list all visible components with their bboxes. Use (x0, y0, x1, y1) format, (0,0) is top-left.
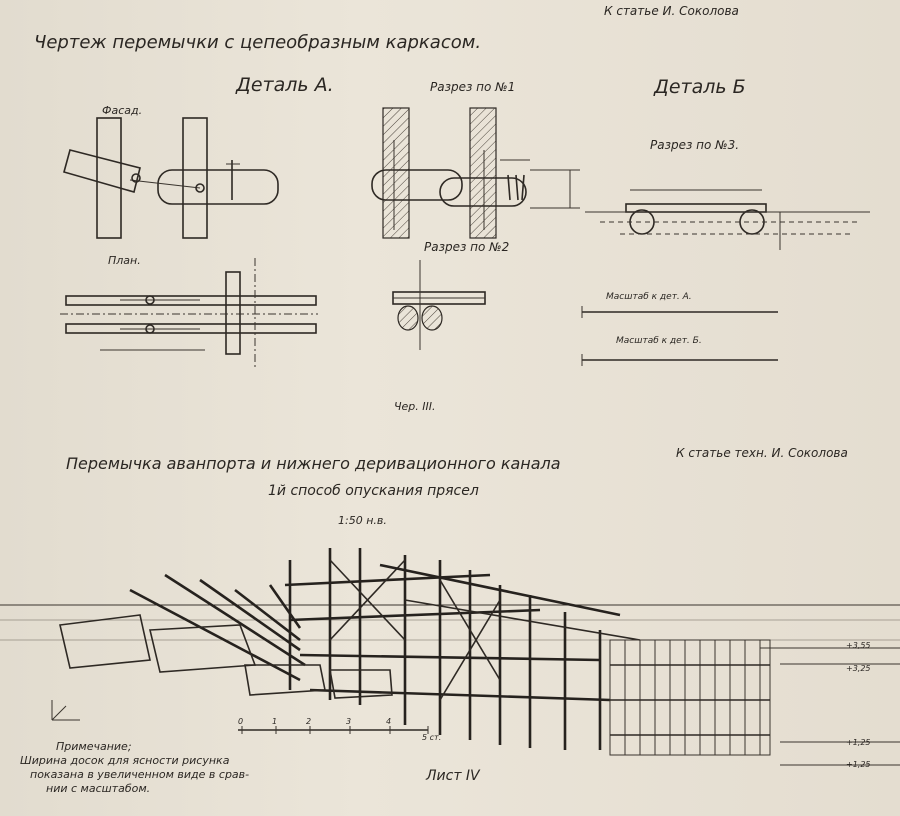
scale-b-label: Масштаб к дет. Б. (616, 336, 702, 346)
section-2-label: Разрез по №2 (424, 240, 510, 254)
level-mark: +1,25 (846, 760, 871, 769)
plan-label: План. (108, 254, 141, 267)
section-1-label: Разрез по №1 (430, 80, 516, 94)
scale-tick-label: 2 (306, 717, 312, 726)
sheet4-reference: К статье техн. И. Соколова (676, 446, 848, 460)
level-mark: +1,25 (846, 738, 871, 747)
plan-drawing (60, 258, 318, 370)
scale-a-label: Масштаб к дет. А. (606, 292, 692, 302)
section-3-label: Разрез по №3. (650, 138, 740, 152)
detail-b-label: Деталь Б (654, 76, 746, 98)
sheet4-title: Перемычка аванпорта и нижнего деривацион… (66, 454, 561, 473)
facade-label: Фасад. (102, 104, 143, 117)
scale-tick-label: 1 (272, 717, 278, 726)
sheet3-reference: К статье И. Соколова (604, 4, 739, 18)
sheet4-subtitle: 1й способ опускания прясел (268, 483, 479, 499)
note-line: нии с масштабом. (46, 782, 151, 795)
detail-a-label: Деталь А. (236, 74, 334, 96)
note-line: Ширина досок для ясности рисунка (20, 754, 230, 767)
cofferdam-frame (59, 548, 641, 750)
level-mark: +3,25 (846, 664, 871, 673)
sheet3-number: Чер. III. (394, 400, 436, 413)
sheet3-title: Чертеж перемычки с цепеобразным каркасом… (34, 32, 482, 53)
facade-drawing (63, 117, 279, 239)
section-2-drawing (392, 260, 486, 350)
scale-tick-label: 4 (386, 717, 392, 726)
note-line: показана в увеличенном виде в срав- (30, 768, 250, 781)
scale-bars (581, 306, 778, 366)
sheet4-scale-bar (238, 726, 429, 734)
plank-wall (609, 639, 771, 756)
section-1-drawing (371, 107, 580, 239)
scale-tick-label: 5 ст. (422, 733, 442, 742)
scale-tick-label: 0 (238, 717, 244, 726)
sheet4-number: Лист IV (426, 768, 480, 784)
axis-sketch (51, 700, 80, 721)
scale-tick-label: 3 (346, 717, 352, 726)
sheet4-scale: 1:50 н.в. (338, 514, 387, 527)
note-title: Примечание; (56, 740, 132, 753)
note-block: Примечание; Ширина досок для ясности рис… (20, 740, 249, 796)
section-3-drawing (585, 189, 870, 250)
level-mark: +3,55 (846, 641, 871, 650)
